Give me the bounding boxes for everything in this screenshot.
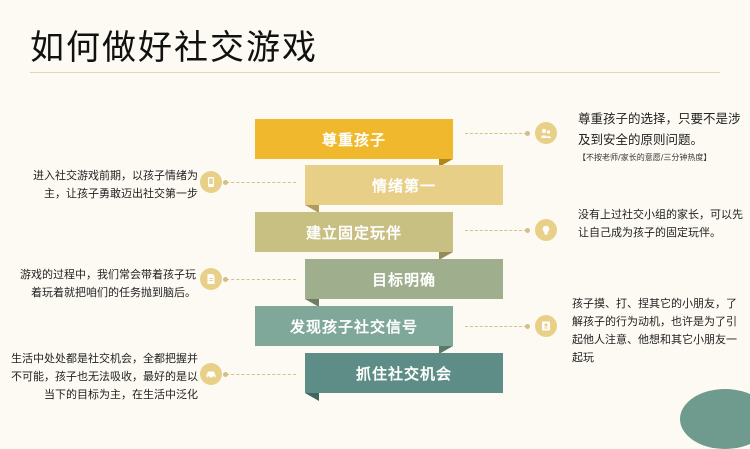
- title-divider: [30, 72, 720, 73]
- ribbon-fold: [305, 299, 319, 307]
- connector-line: [223, 372, 296, 377]
- step-respect-child: 尊重孩子: [255, 119, 453, 167]
- note-signal: 孩子摸、打、捏其它的小朋友，了解孩子的行为动机，也许是为了引起他人注意、他想和其…: [572, 297, 737, 364]
- phone-icon: [200, 171, 222, 193]
- step-label: 目标明确: [305, 259, 503, 299]
- note-emotion: 进入社交游戏前期，以孩子情绪为主，让孩子勇敢迈出社交第一步: [33, 169, 198, 200]
- step-label: 尊重孩子: [255, 119, 453, 159]
- step-fixed-playmate: 建立固定玩伴: [255, 212, 453, 260]
- step-label: 发现孩子社交信号: [255, 306, 453, 346]
- document-icon: [200, 268, 222, 290]
- ribbon-fold: [439, 346, 453, 354]
- note-opportunity: 生活中处处都是社交机会，全都把握并不可能，孩子也无法吸收，最好的是以当下的目标为…: [11, 352, 198, 401]
- note-playmate: 没有上过社交小组的家长，可以先让自己成为孩子的固定玩伴。: [578, 208, 743, 239]
- ribbon-fold: [439, 159, 453, 167]
- step-social-opportunity: 抓住社交机会: [305, 353, 503, 401]
- connector-line: [465, 228, 530, 233]
- step-label: 建立固定玩伴: [255, 212, 453, 252]
- people-icon: [535, 122, 557, 144]
- ribbon-fold: [305, 205, 319, 213]
- lightbulb-icon: [535, 219, 557, 241]
- step-social-signal: 发现孩子社交信号: [255, 306, 453, 354]
- connector-line: [465, 324, 530, 329]
- note-respect-sub: 【不按老师/家长的意愿/三分钟热度】: [578, 153, 712, 162]
- step-label: 抓住社交机会: [305, 353, 503, 393]
- connector-line: [223, 277, 296, 282]
- step-label: 情绪第一: [305, 165, 503, 205]
- step-emotion-first: 情绪第一: [305, 165, 503, 213]
- connector-line: [465, 131, 530, 136]
- note-respect: 尊重孩子的选择，只要不是涉及到安全的原则问题。: [578, 111, 741, 147]
- connector-line: [223, 180, 296, 185]
- page-title: 如何做好社交游戏: [30, 28, 318, 68]
- ribbon-fold: [439, 252, 453, 260]
- badge-icon: [535, 315, 557, 337]
- step-clear-goal: 目标明确: [305, 259, 503, 307]
- corner-decoration: [680, 389, 750, 449]
- car-icon: [200, 363, 222, 385]
- note-goal: 游戏的过程中，我们常会带着孩子玩着玩着就把咱们的任务抛到脑后。: [20, 268, 196, 299]
- ribbon-fold: [305, 393, 319, 401]
